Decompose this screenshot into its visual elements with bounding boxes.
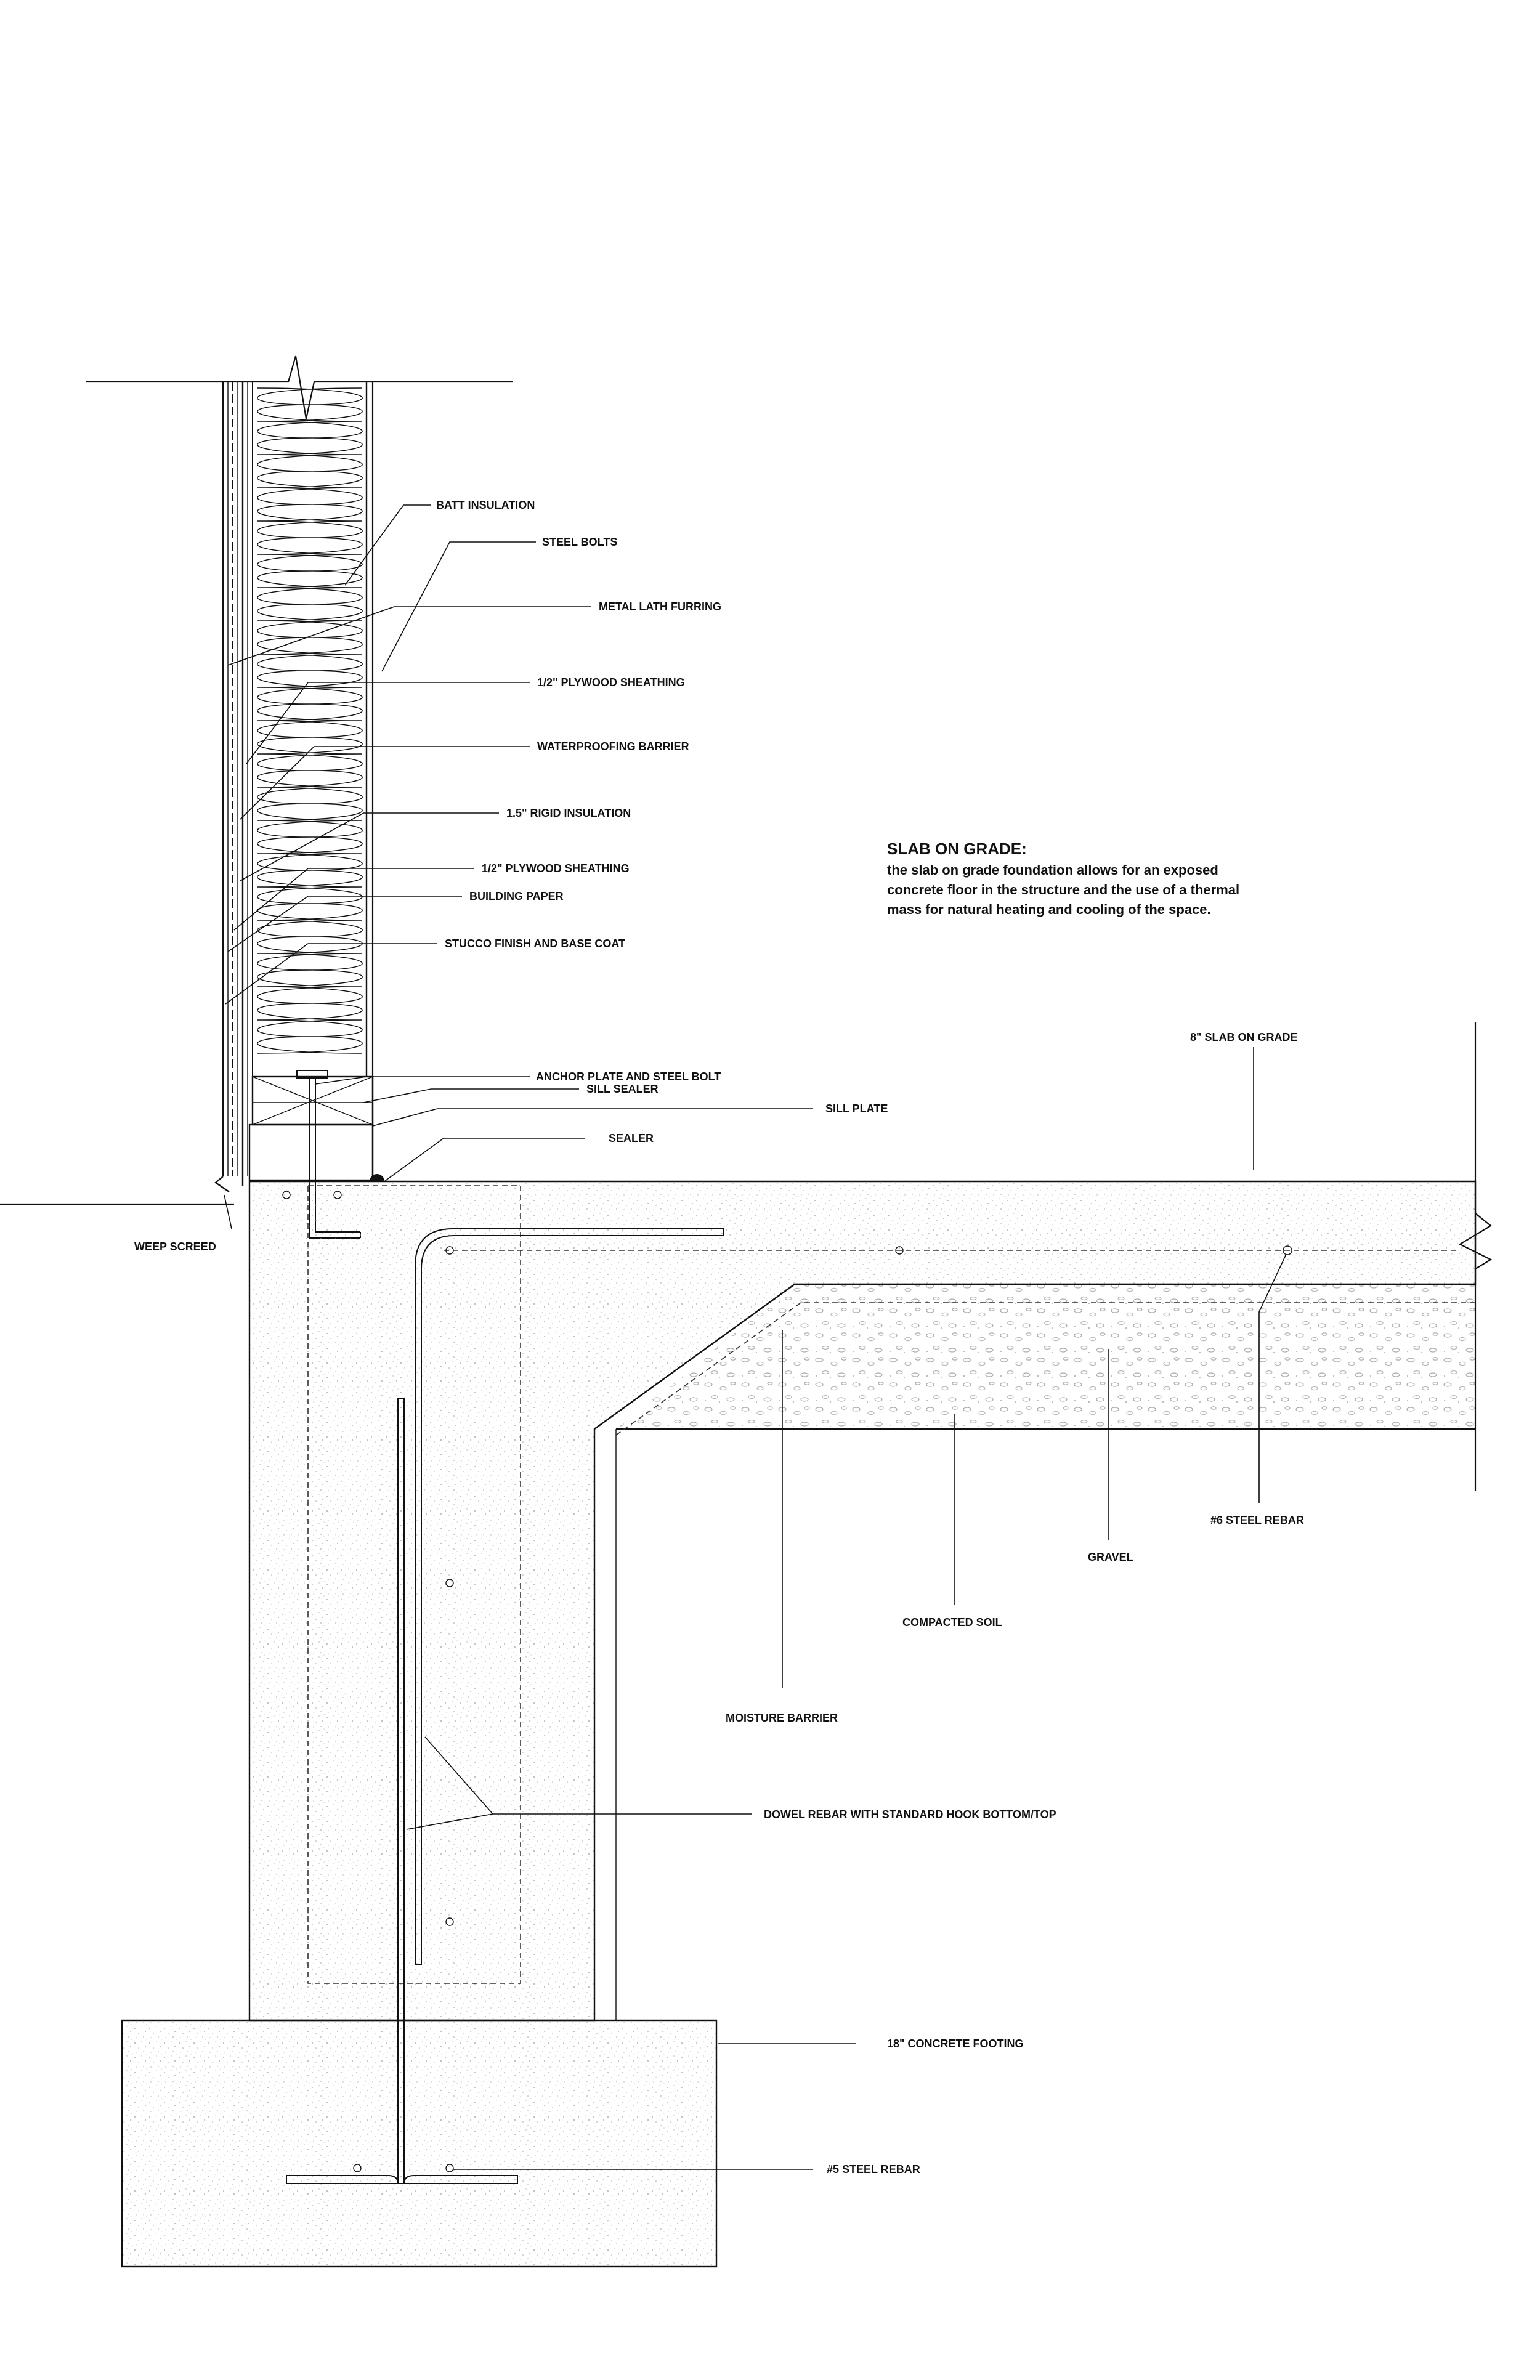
label-building-paper: BUILDING PAPER <box>469 890 564 902</box>
label-steel-rebar-6: #6 STEEL REBAR <box>1210 1514 1304 1526</box>
label-sealer: SEALER <box>609 1132 654 1144</box>
reinforcement <box>282 1185 1460 2184</box>
concrete-footing <box>121 2019 718 2268</box>
label-plywood-sheathing-inner: 1/2" PLYWOOD SHEATHING <box>537 676 685 689</box>
note-line-2: concrete floor in the structure and the … <box>887 882 1239 897</box>
gravel-layer <box>616 1284 1475 1429</box>
note-title: SLAB ON GRADE: <box>887 840 1027 858</box>
slab-on-grade-note: SLAB ON GRADE: the slab on grade foundat… <box>887 840 1239 917</box>
note-line-1: the slab on grade foundation allows for … <box>887 862 1218 878</box>
batt-insulation-waves <box>257 387 363 1054</box>
moisture-barrier-line <box>615 1302 1475 1436</box>
sealer-bead <box>370 1174 384 1181</box>
note-line-3: mass for natural heating and cooling of … <box>887 902 1211 917</box>
label-steel-bolts: STEEL BOLTS <box>542 536 617 548</box>
label-batt-insulation: BATT INSULATION <box>436 499 535 511</box>
leader-lines <box>224 504 1287 2170</box>
label-sill-plate: SILL PLATE <box>825 1103 888 1115</box>
label-gravel: GRAVEL <box>1088 1551 1133 1563</box>
label-compacted-soil: COMPACTED SOIL <box>902 1616 1002 1629</box>
top-break-line <box>86 355 513 419</box>
label-sill-sealer: SILL SEALER <box>586 1083 659 1095</box>
label-slab-on-grade: 8" SLAB ON GRADE <box>1190 1031 1298 1043</box>
label-anchor-plate: ANCHOR PLATE AND STEEL BOLT <box>536 1071 721 1083</box>
concrete-foundation <box>121 1022 1493 2268</box>
label-plywood-sheathing-outer: 1/2" PLYWOOD SHEATHING <box>482 862 630 875</box>
label-weep-screed: WEEP SCREED <box>134 1241 216 1253</box>
label-concrete-footing: 18" CONCRETE FOOTING <box>887 2038 1024 2050</box>
wall-assembly <box>214 382 384 1239</box>
label-steel-rebar-5: #5 STEEL REBAR <box>827 2163 920 2176</box>
label-metal-lath-furring: METAL LATH FURRING <box>599 601 721 613</box>
label-rigid-insulation: 1.5" RIGID INSULATION <box>506 807 631 819</box>
label-waterproofing-barrier: WATERPROOFING BARRIER <box>537 740 689 753</box>
label-stucco-finish: STUCCO FINISH AND BASE COAT <box>445 937 625 950</box>
callout-labels: BATT INSULATION STEEL BOLTS METAL LATH F… <box>134 499 1304 2176</box>
label-moisture-barrier: MOISTURE BARRIER <box>726 1712 838 1724</box>
label-dowel-rebar: DOWEL REBAR WITH STANDARD HOOK BOTTOM/TO… <box>764 1808 1056 1821</box>
